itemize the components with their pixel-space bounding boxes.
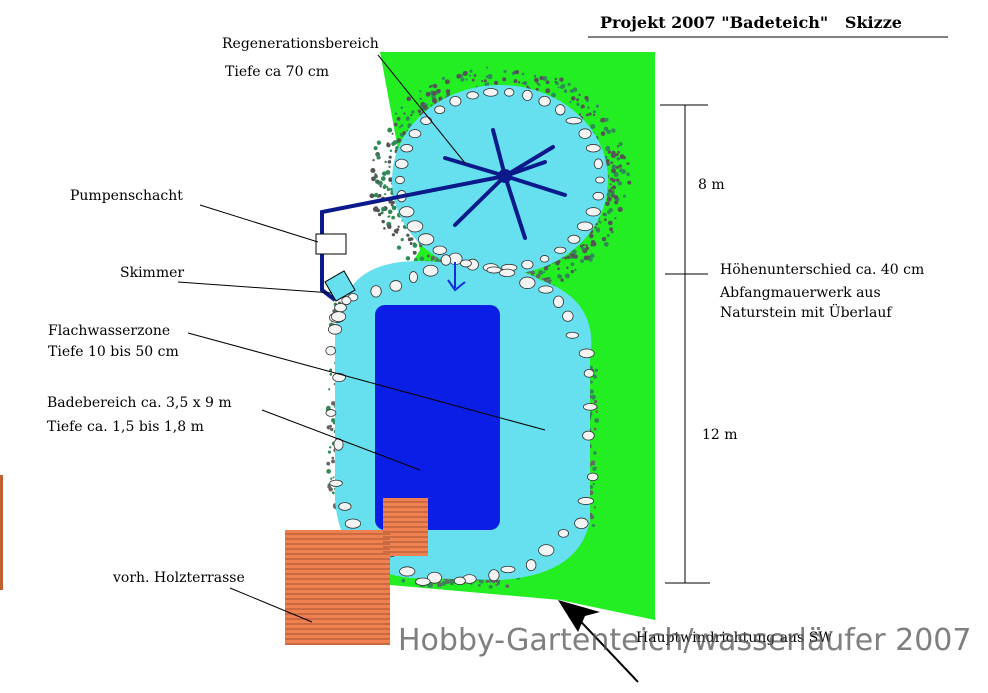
label-shallow-depth: Tiefe 10 bis 50 cm <box>48 344 179 360</box>
note-wall-line2: Naturstein mit Überlauf <box>720 303 893 321</box>
pump-shaft <box>315 233 347 255</box>
wind-arrow <box>558 600 639 683</box>
dimension-lower: 12 m <box>702 427 738 443</box>
watermark: Hobby-Gartenteich/wasserläufer 2007 <box>398 623 971 658</box>
dimension-line <box>660 104 710 584</box>
label-shallow: Flachwasserzone <box>48 323 170 339</box>
inflow-arrow <box>447 262 466 292</box>
label-bathing-depth: Tiefe ca. 1,5 bis 1,8 m <box>47 419 204 435</box>
natural-stones <box>325 88 605 586</box>
dimension-upper: 8 m <box>698 177 725 193</box>
label-regeneration: Regenerationsbereich <box>222 36 379 52</box>
label-wind: Hauptwindrichtung aus SW <box>636 630 833 646</box>
sketch-title: Projekt 2007 "Badeteich" Skizze <box>600 13 902 32</box>
label-pump: Pumpenschacht <box>70 188 183 204</box>
label-regeneration-depth: Tiefe ca 70 cm <box>225 64 329 80</box>
wooden-terrace <box>285 498 428 645</box>
edge-marker <box>0 475 3 590</box>
note-wall-line1: Abfangmauerwerk aus <box>719 285 881 301</box>
label-bathing: Badebereich ca. 3,5 x 9 m <box>47 395 232 411</box>
distribution-pipes <box>443 128 567 240</box>
note-height-diff: Höhenunterschied ca. 40 cm <box>720 262 924 278</box>
bathing-area <box>375 305 500 530</box>
skimmer <box>324 270 356 302</box>
label-terrace: vorh. Holzterrasse <box>112 570 245 586</box>
leader-lines <box>177 54 546 623</box>
label-skimmer: Skimmer <box>120 265 184 281</box>
